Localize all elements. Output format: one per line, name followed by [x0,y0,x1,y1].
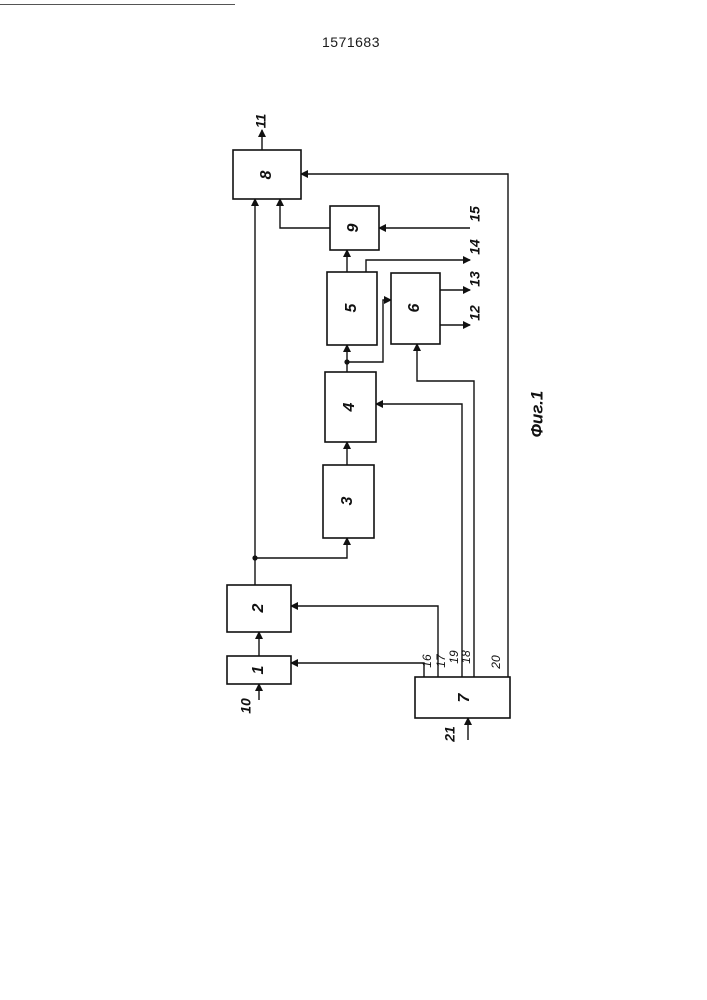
block-3-label: 3 [339,496,356,505]
block-1-label: 1 [250,665,267,674]
block-6-label: 6 [406,303,423,312]
terminal-10-label: 10 [238,698,254,714]
block-4-label: 4 [341,402,358,412]
figure-caption: Фиг.1 [527,391,546,438]
output-16-label: 16 [420,654,434,668]
output-20-label: 20 [489,655,503,670]
terminal-11-label: 11 [253,114,269,129]
terminal-12-label: 12 [467,305,483,321]
output-18-label: 18 [459,650,473,664]
terminal-15-label: 15 [467,206,483,222]
terminal-13-label: 13 [467,271,483,287]
block-5-label: 5 [343,302,360,312]
block-8-label: 8 [258,170,275,179]
block-2-label: 2 [250,603,267,613]
block-7-label: 7 [456,692,473,702]
terminal-14-label: 14 [467,239,483,255]
output-17-label: 17 [434,653,448,668]
terminal-21-label: 21 [442,726,458,743]
blocks [227,150,510,718]
block-9-label: 9 [345,223,362,232]
